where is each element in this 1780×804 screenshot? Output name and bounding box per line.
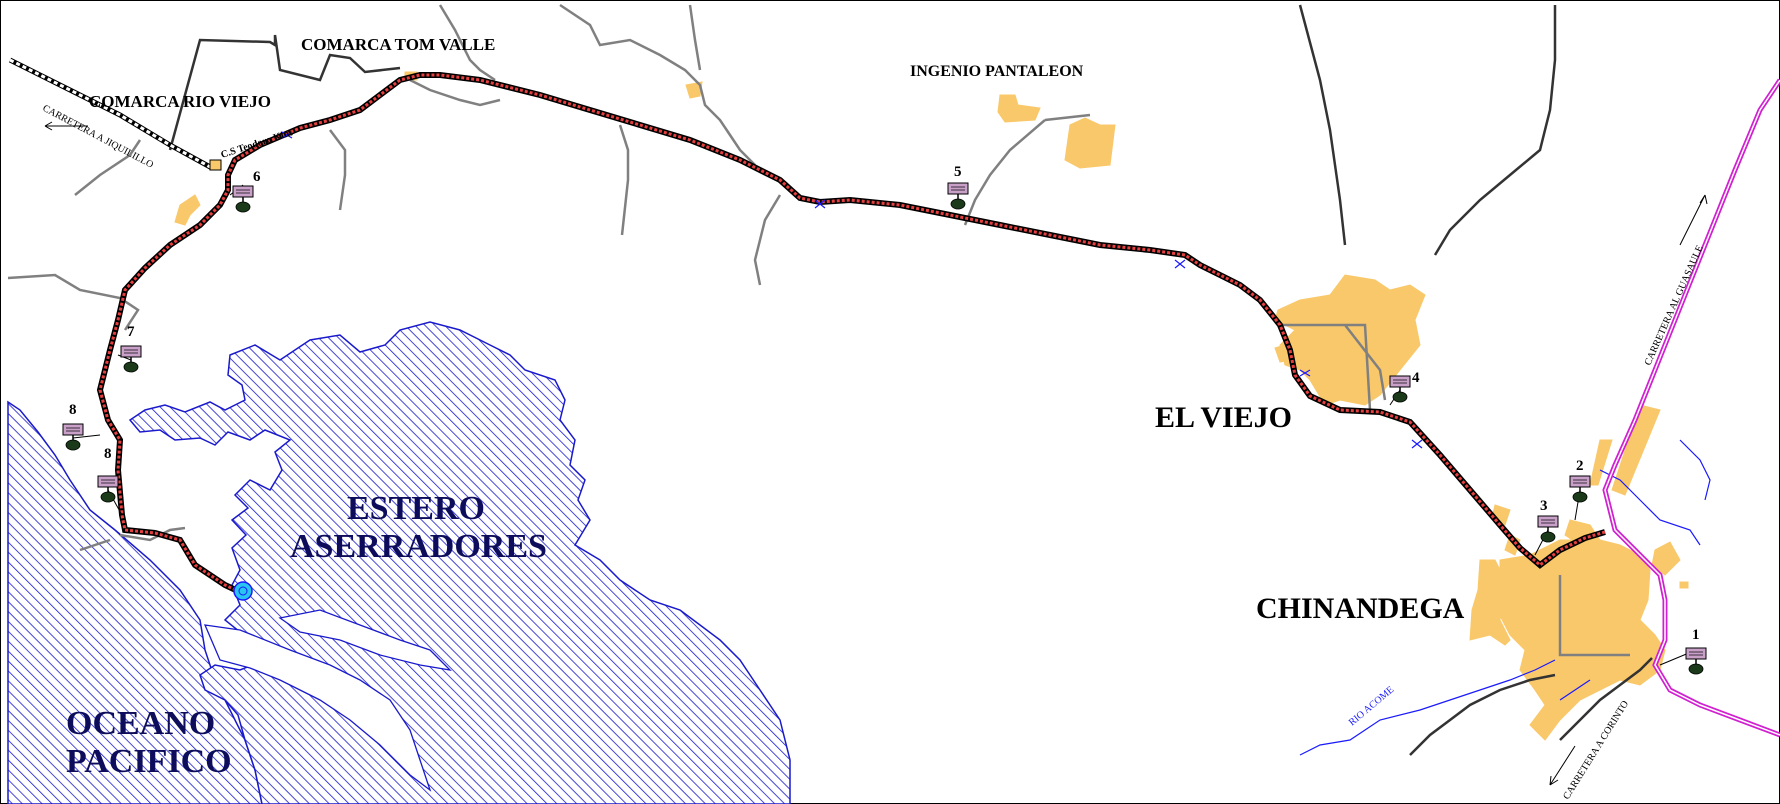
station-4-number: 4	[1412, 370, 1420, 386]
station-8b-number: 8	[104, 446, 112, 462]
river-chin	[1559, 679, 1591, 701]
river-east-2	[1679, 439, 1711, 501]
label-comarca-rio-viejo: COMARCA RIO VIEJO	[89, 92, 271, 111]
station-7-number: 7	[127, 324, 135, 340]
label-oceano-line1: OCEANO	[66, 705, 215, 742]
chinandega-urban	[1489, 539, 1666, 741]
estero-inlet	[203, 624, 432, 792]
industrial-parcel	[1679, 581, 1689, 589]
river-east	[1599, 469, 1701, 546]
arrow-guasaule	[1679, 194, 1708, 246]
rio-acome	[1299, 659, 1556, 756]
health-center-marker[interactable]	[209, 159, 222, 171]
road-jiquilillo-stripe	[9, 58, 213, 170]
bridge-marks	[281, 131, 1423, 449]
arrow-corinto	[1549, 745, 1576, 786]
arrow-jiquilillo	[44, 121, 88, 131]
station-6-number: 6	[253, 169, 261, 185]
parcel-ne-2	[1611, 404, 1661, 496]
rio-viejo-urban	[174, 194, 201, 226]
main-route	[96, 72, 1606, 595]
rivers	[1299, 439, 1711, 756]
station-3-number: 3	[1540, 498, 1548, 514]
parcel-ne-1	[1589, 439, 1613, 486]
pantaleon-urban-2	[1064, 117, 1116, 169]
label-estero-line2: ASERRADORES	[290, 528, 547, 565]
label-comarca-tom-valle: COMARCA TOM VALLE	[301, 35, 495, 54]
label-chinandega: CHINANDEGA	[1256, 592, 1465, 625]
main-roads	[168, 4, 1653, 756]
station-1-number: 1	[1692, 627, 1700, 643]
pantaleon-urban-1	[997, 94, 1041, 123]
chinandega-urban-west	[1469, 559, 1511, 646]
label-oceano-line2: PACIFICO	[66, 743, 232, 780]
label-el-viejo: EL VIEJO	[1155, 401, 1292, 434]
highway-guasaule	[1602, 78, 1780, 738]
estero-inlet-2	[278, 609, 452, 671]
chinandega-urban-e	[1651, 541, 1681, 576]
urban-areas	[174, 71, 1689, 741]
label-ingenio-pantaleon: INGENIO PANTALEON	[910, 63, 1084, 80]
water-source-icon[interactable]	[233, 581, 253, 601]
station-2-number: 2	[1576, 458, 1584, 474]
station-8a-number: 8	[69, 402, 77, 418]
label-estero-line1: ESTERO	[347, 490, 485, 527]
station-5-number: 5	[954, 164, 962, 180]
